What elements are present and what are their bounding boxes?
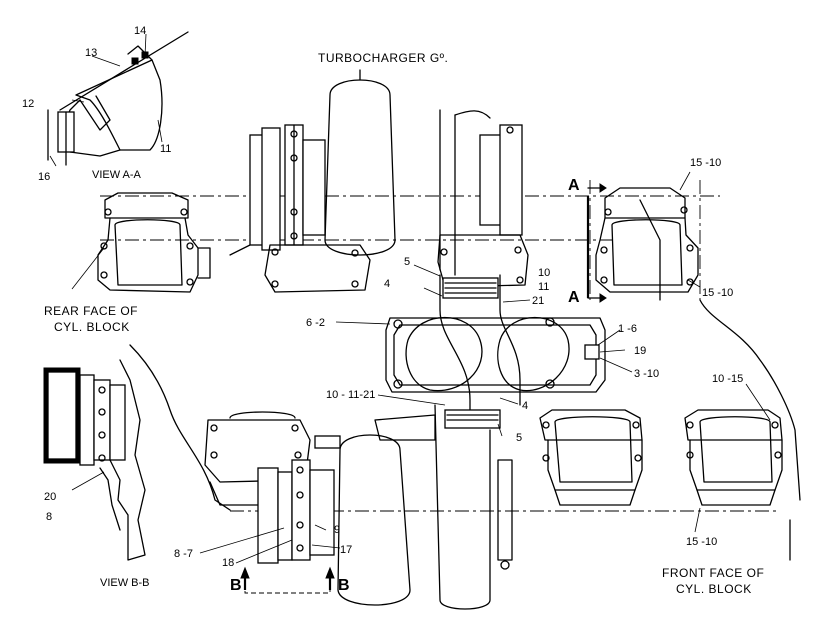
callout-15-10-right: 15 -10 [702, 287, 733, 299]
callout-12: 12 [22, 98, 34, 110]
callout-10-11-21: 10 - 11-21 [326, 389, 375, 401]
view-bb-detail [43, 359, 146, 561]
callout-15-10-top: 15 -10 [690, 157, 721, 169]
rear-left-manifold [97, 192, 211, 293]
callout-19: 19 [634, 345, 646, 357]
center-flange [385, 317, 606, 393]
lower-right-manifold [684, 409, 783, 506]
lower-turbocharger [204, 411, 436, 606]
callout-4-upper: 4 [384, 278, 390, 290]
rear-face-label-line2: CYL. BLOCK [54, 320, 130, 334]
view-aa-detail [47, 31, 189, 167]
center-lines [100, 180, 780, 512]
front-face-label-line2: CYL. BLOCK [676, 582, 752, 596]
callout-17: 17 [340, 544, 352, 556]
upper-turbocharger [249, 69, 529, 293]
callout-10-upper: 10 [538, 267, 550, 279]
rear-face-label-line1: REAR FACE OF [44, 304, 138, 318]
callout-3-10: 3 -10 [634, 368, 659, 380]
leader-lines [71, 171, 771, 564]
callout-20: 20 [44, 491, 56, 503]
callout-14: 14 [134, 25, 146, 37]
callout-13: 13 [85, 47, 97, 59]
crossover-pipe [434, 274, 521, 610]
labels: TURBOCHARGER Gº. VIEW A-A VIEW B-B REAR … [22, 25, 764, 596]
callout-11-upper: 11 [538, 281, 549, 293]
callout-5-lower: 5 [516, 432, 522, 444]
callout-6-2: 6 -2 [306, 317, 325, 329]
turbo-group-title: TURBOCHARGER Gº. [318, 51, 448, 65]
callout-21-upper: 21 [532, 295, 544, 307]
callout-10-15: 10 -15 [712, 373, 743, 385]
callout-15-10-bottom: 15 -10 [686, 536, 717, 548]
callout-11: 11 [160, 143, 171, 155]
front-face-label-line1: FRONT FACE OF [662, 566, 764, 580]
view-bb-title: VIEW B-B [100, 577, 150, 589]
callout-4-lower: 4 [522, 400, 528, 412]
view-aa-title: VIEW A-A [92, 169, 142, 181]
callout-16: 16 [38, 171, 50, 183]
callout-8-7: 8 -7 [174, 548, 193, 560]
section-bb-marker [240, 566, 335, 594]
callout-5-upper: 5 [404, 256, 410, 268]
callout-8: 8 [46, 511, 52, 523]
section-a-top: A [568, 177, 580, 194]
section-b-right: B [338, 577, 350, 594]
section-b-left: B [230, 577, 242, 594]
callout-18: 18 [222, 557, 234, 569]
lower-middle-manifold [539, 409, 643, 506]
callout-1-6: 1 -6 [618, 323, 637, 335]
callout-9: 9 [334, 524, 340, 536]
right-upper-manifold [586, 183, 699, 303]
section-a-bottom: A [568, 289, 580, 306]
block-outlines [129, 199, 801, 561]
